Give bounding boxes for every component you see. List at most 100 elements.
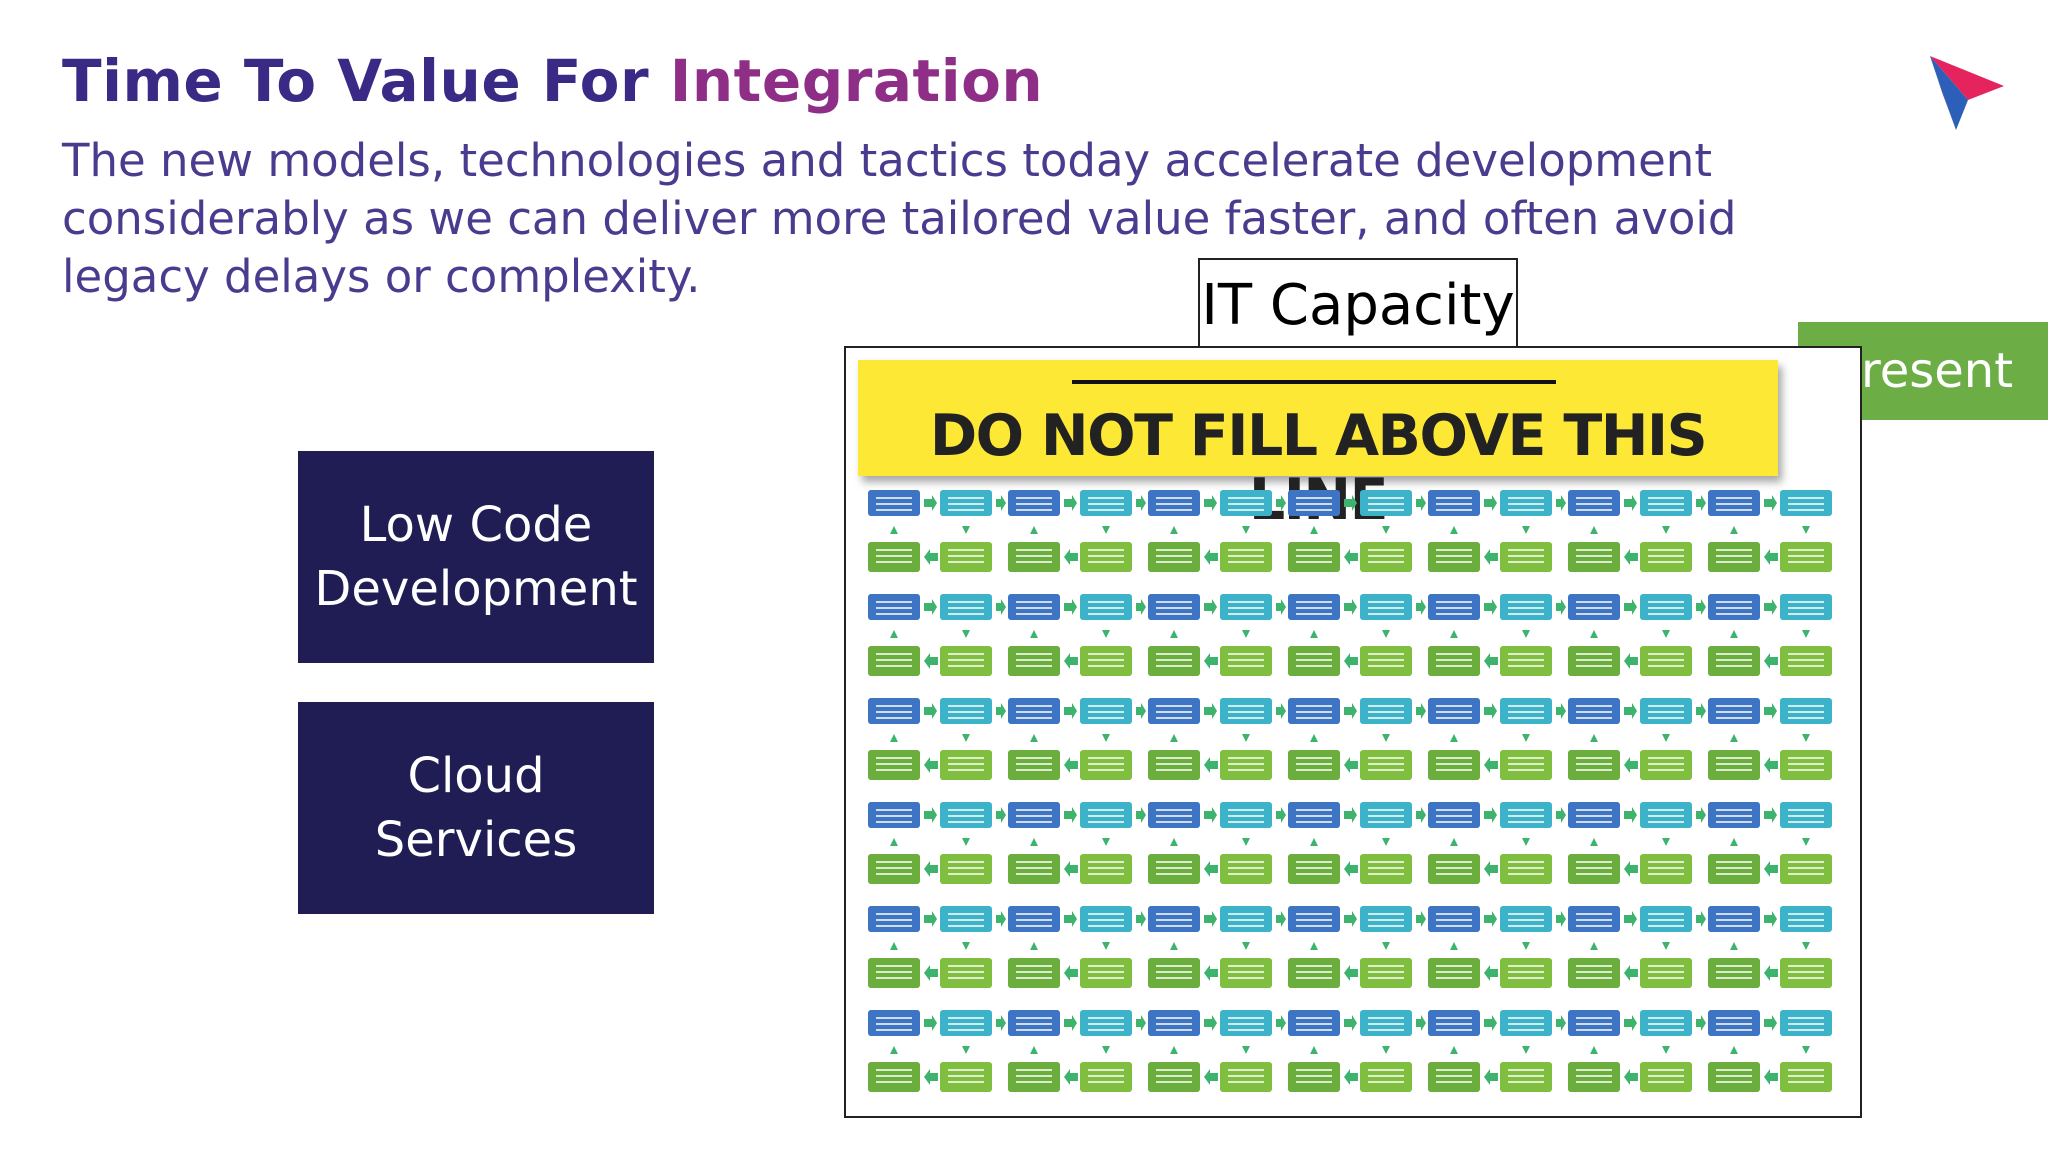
flow-arrow-left-icon — [1064, 653, 1078, 669]
flow-arrow-down-icon — [1662, 838, 1670, 846]
flow-step-text-line — [1156, 821, 1192, 823]
flow-step-text-line — [1508, 925, 1544, 927]
flow-arrow-down-icon — [1522, 630, 1530, 638]
flow-arrow-down-icon — [1382, 942, 1390, 950]
flow-step-text-line — [1088, 653, 1124, 655]
flow-step-text-line — [1436, 821, 1472, 823]
flow-arrow-left-icon — [1344, 965, 1358, 981]
flow-step-text-line — [876, 1017, 912, 1019]
flow-step-text-line — [1716, 705, 1752, 707]
flow-step-text-line — [1508, 509, 1544, 511]
flow-arrow-up-icon — [1310, 630, 1318, 638]
flow-arrow-right-icon — [1064, 703, 1077, 719]
flow-step-text-line — [1228, 913, 1264, 915]
flow-arrow-right-icon — [1204, 703, 1217, 719]
flow-step-text-line — [1016, 925, 1052, 927]
flow-step-text-line — [1716, 659, 1752, 661]
slide-title: Time To Value For Integration — [62, 49, 1043, 114]
flow-arrow-right-icon — [1624, 495, 1637, 511]
flow-step-text-line — [1716, 1023, 1752, 1025]
flow-step-text-line — [1576, 815, 1612, 817]
flow-arrow-up-icon — [1170, 1046, 1178, 1054]
flow-step-text-line — [1088, 1075, 1124, 1077]
flow-step-text-line — [1436, 913, 1472, 915]
flow-step-text-line — [1436, 815, 1472, 817]
flow-arrow-right-icon — [1764, 911, 1777, 927]
flow-arrow-right-icon — [924, 807, 937, 823]
flow-step-text-line — [1368, 1023, 1404, 1025]
flow-step-text-line — [1436, 659, 1472, 661]
flow-step-text-line — [1716, 601, 1752, 603]
flow-step-text-line — [1088, 497, 1124, 499]
flow-step-text-line — [876, 705, 912, 707]
flow-step-text-line — [1228, 977, 1264, 979]
flow-arrow-up-icon — [1730, 526, 1738, 534]
flow-step-text-line — [948, 815, 984, 817]
flow-step-text-line — [1648, 769, 1684, 771]
flow-step-text-line — [1788, 653, 1824, 655]
flow-step-text-line — [1576, 965, 1612, 967]
flow-arrow-right-icon — [1556, 911, 1566, 927]
flow-step-text-line — [1296, 1017, 1332, 1019]
flow-step-text-line — [876, 1069, 912, 1071]
flow-arrow-left-icon — [1204, 757, 1218, 773]
flow-step-text-line — [1228, 873, 1264, 875]
flow-step-text-line — [1508, 1081, 1544, 1083]
flow-arrow-right-icon — [1764, 1015, 1777, 1031]
flow-step-text-line — [1716, 821, 1752, 823]
flow-arrow-down-icon — [1802, 526, 1810, 534]
flow-step-text-line — [1576, 555, 1612, 557]
flow-step-text-line — [1088, 769, 1124, 771]
flow-step-text-line — [1508, 913, 1544, 915]
flow-step-text-line — [876, 607, 912, 609]
flow-arrow-left-icon — [1204, 549, 1218, 565]
flow-step-text-line — [876, 861, 912, 863]
flow-arrow-right-icon — [1344, 807, 1357, 823]
flow-arrow-down-icon — [962, 630, 970, 638]
play-triangle-logo-icon — [1928, 52, 2006, 130]
flow-step-text-line — [876, 613, 912, 615]
flow-step-text-line — [1296, 549, 1332, 551]
flow-arrow-right-icon — [1484, 807, 1497, 823]
flow-step-text-line — [1088, 711, 1124, 713]
flow-step-text-line — [1436, 769, 1472, 771]
flow-step-text-line — [1368, 861, 1404, 863]
flow-step-text-line — [1716, 1017, 1752, 1019]
flow-step-text-line — [1436, 601, 1472, 603]
flow-step-text-line — [1156, 763, 1192, 765]
flow-arrow-up-icon — [1310, 734, 1318, 742]
flow-step-text-line — [1508, 867, 1544, 869]
flow-step-text-line — [1368, 763, 1404, 765]
flow-step-text-line — [1788, 815, 1824, 817]
flow-step-text-line — [1368, 561, 1404, 563]
flow-step-text-line — [1088, 601, 1124, 603]
flow-step-text-line — [1716, 561, 1752, 563]
flow-step-text-line — [948, 861, 984, 863]
flow-arrow-down-icon — [1662, 734, 1670, 742]
flow-step-text-line — [1088, 919, 1124, 921]
flow-step-text-line — [1716, 815, 1752, 817]
flow-step-text-line — [948, 769, 984, 771]
flow-arrow-right-icon — [1204, 495, 1217, 511]
flow-step-text-line — [1088, 925, 1124, 927]
flow-step-text-line — [1016, 497, 1052, 499]
flow-step-text-line — [1088, 705, 1124, 707]
flow-step-text-line — [1088, 613, 1124, 615]
flow-step-text-line — [1648, 971, 1684, 973]
flow-step-text-line — [876, 821, 912, 823]
flow-step-text-line — [1576, 607, 1612, 609]
cloud-services-label: Cloud Services — [374, 748, 578, 868]
flow-arrow-up-icon — [890, 526, 898, 534]
flow-step-text-line — [1368, 1069, 1404, 1071]
flow-step-text-line — [1788, 821, 1824, 823]
flow-step-text-line — [1228, 561, 1264, 563]
flow-step-text-line — [876, 919, 912, 921]
flow-arrow-right-icon — [1484, 1015, 1497, 1031]
flow-arrow-up-icon — [1310, 1046, 1318, 1054]
flow-step-text-line — [876, 503, 912, 505]
flow-arrow-down-icon — [1522, 734, 1530, 742]
flow-arrow-right-icon — [1064, 1015, 1077, 1031]
flow-step-text-line — [948, 1075, 984, 1077]
flow-step-text-line — [1716, 913, 1752, 915]
flow-step-text-line — [948, 919, 984, 921]
